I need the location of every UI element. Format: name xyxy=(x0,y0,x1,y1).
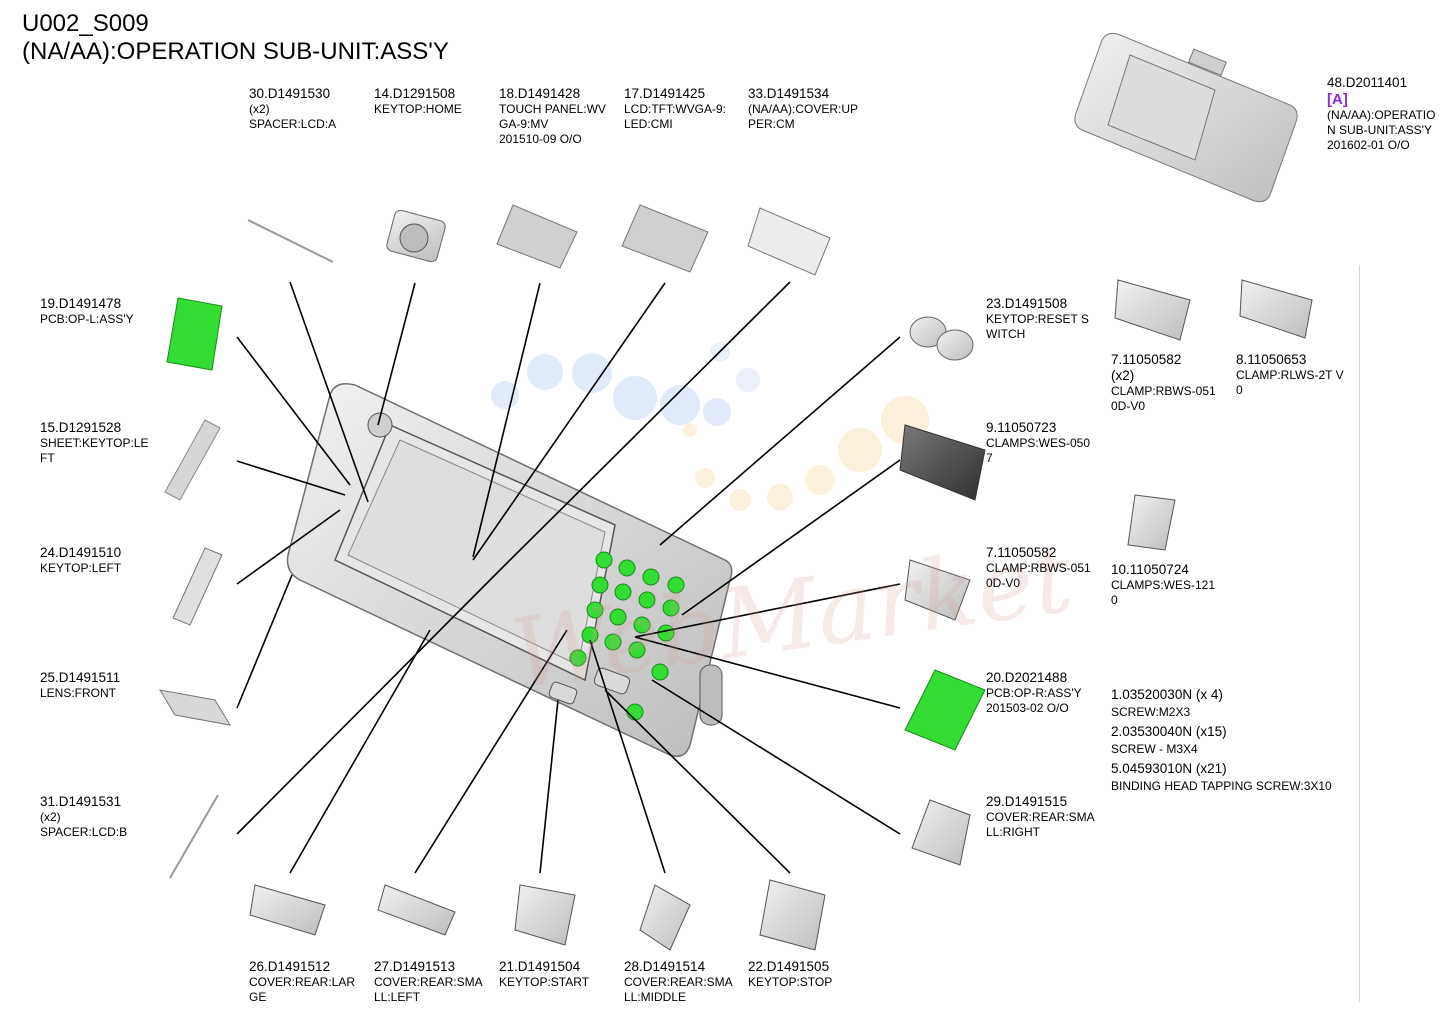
callout-33: 33.D1491534 (NA/AA):COVER:UP PER:CM xyxy=(748,86,859,131)
screw-2-pn: 2.03530040N (x15) xyxy=(1111,724,1227,739)
sheet-keytop-left-part xyxy=(164,419,221,501)
screw-2-desc: SCREW - M3X4 xyxy=(1111,742,1198,756)
callout-25: 25.D1491511 LENS:FRONT xyxy=(40,670,121,700)
pcb-op-r-part xyxy=(904,669,986,751)
operation-panel-assembly xyxy=(286,383,733,757)
callout-31: 31.D1491531 (x2) SPACER:LCD:B xyxy=(40,794,128,839)
callout-27: 27.D1491513 COVER:REAR:SMA LL:LEFT xyxy=(374,959,483,1004)
spacer-lcd-b-part xyxy=(169,794,219,879)
screw-5-desc: BINDING HEAD TAPPING SCREW:3X10 xyxy=(1111,779,1332,793)
cover-rear-small-left-part xyxy=(377,884,456,936)
keytop-stop-part xyxy=(759,879,826,951)
leader-lines xyxy=(236,281,901,874)
callout-7b: 7.11050582 (x2) CLAMP:RBWS-051 0D-V0 xyxy=(1111,352,1216,413)
cover-rear-small-middle-part xyxy=(639,884,691,951)
keytop-home-part xyxy=(386,209,446,263)
screw-1-desc: SCREW:M2X3 xyxy=(1111,705,1191,719)
clamp-rlws-2t-part xyxy=(1239,279,1313,339)
pcb-op-l-part xyxy=(166,297,223,371)
screw-1-pn: 1.03520030N (x 4) xyxy=(1111,687,1223,702)
callout-26: 26.D1491512 COVER:REAR:LAR GE xyxy=(249,959,356,1004)
callout-9: 9.11050723 CLAMPS:WES-050 7 xyxy=(986,420,1091,465)
lcd-part xyxy=(621,204,709,273)
callout-8: 8.11050653 CLAMP:RLWS-2T V 0 xyxy=(1236,352,1344,397)
callout-21: 21.D1491504 KEYTOP:START xyxy=(499,959,590,989)
callout-19: 19.D1491478 PCB:OP-L:ASS'Y xyxy=(40,296,134,326)
keytop-start-part xyxy=(514,884,576,946)
callout-14: 14.D1291508 KEYTOP:HOME xyxy=(374,86,462,116)
diagram-code: U002_S009 xyxy=(22,10,149,37)
diagram-title: (NA/AA):OPERATION SUB-UNIT:ASS'Y xyxy=(22,38,449,65)
callout-17: 17.D1491425 LCD:TFT:WVGA-9: LED:CMI xyxy=(624,86,727,131)
callout-10: 10.11050724 CLAMPS:WES-121 0 xyxy=(1111,562,1216,607)
watermark-logo xyxy=(491,342,929,511)
callout-7a: 7.11050582 CLAMP:RBWS-051 0D-V0 xyxy=(986,545,1091,590)
callout-23: 23.D1491508 KEYTOP:RESET S WITCH xyxy=(986,296,1089,341)
screw-5-pn: 5.04593010N (x21) xyxy=(1111,761,1227,776)
keytop-reset-switch-part xyxy=(909,316,974,361)
lens-front-part xyxy=(159,689,231,726)
green-keypad-keys xyxy=(569,551,685,721)
callout-48: 48.D2011401 [A] (NA/AA):OPERATIO N SUB-U… xyxy=(1327,75,1436,152)
clamps-wes-0507-part xyxy=(899,424,986,501)
screw-list: 1.03520030N (x 4) SCREW:M2X3 2.03530040N… xyxy=(1111,687,1332,794)
touch-panel-part xyxy=(496,204,578,269)
upper-cover-part xyxy=(747,207,831,276)
clamp-rbws-0510d-x2-part xyxy=(1114,279,1191,341)
callout-18: 18.D1491428 TOUCH PANEL:WV GA-9:MV 20151… xyxy=(499,86,606,146)
callout-24: 24.D1491510 KEYTOP:LEFT xyxy=(40,545,122,575)
spacer-lcd-a-part xyxy=(247,219,334,263)
callout-20: 20.D2021488 PCB:OP-R:ASS'Y 201503-02 O/O xyxy=(986,670,1082,715)
callout-29: 29.D1491515 COVER:REAR:SMA LL:RIGHT xyxy=(986,794,1095,839)
reference-link-a[interactable]: [A] xyxy=(1327,91,1348,108)
clamps-wes-1210-part xyxy=(1127,494,1176,551)
vertical-divider xyxy=(1359,265,1360,1002)
clamp-rbws-0510d-part xyxy=(904,559,971,621)
callout-22: 22.D1491505 KEYTOP:STOP xyxy=(748,959,833,989)
cover-rear-small-right-part xyxy=(911,799,971,866)
callout-15: 15.D1291528 SHEET:KEYTOP:LE FT xyxy=(40,420,149,465)
callout-28: 28.D1491514 COVER:REAR:SMA LL:MIDDLE xyxy=(624,959,733,1004)
keytop-left-part xyxy=(172,547,223,626)
callout-30: 30.D1491530 (x2) SPACER:LCD:A xyxy=(249,86,337,131)
reference-assembly-48 xyxy=(1074,32,1298,203)
cover-rear-large-part xyxy=(249,884,326,936)
